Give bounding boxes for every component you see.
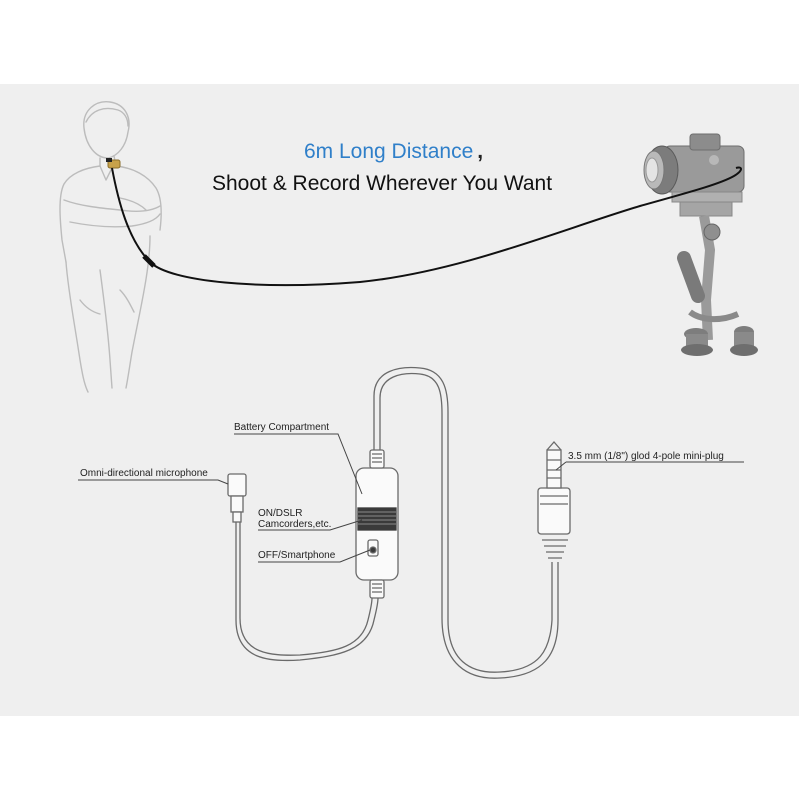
callout-lines <box>78 433 744 563</box>
callout-off: OFF/Smartphone <box>258 550 336 561</box>
callout-on-line2: Camcorders,etc. <box>258 519 332 530</box>
headline-punct: , <box>477 140 484 163</box>
callout-microphone: Omni-directional microphone <box>80 468 208 479</box>
lavalier-diagram <box>227 366 571 679</box>
camera-stabilizer-icon <box>643 133 758 356</box>
person-sketch-icon <box>59 101 162 393</box>
callout-on: ON/DSLR Camcorders,etc. <box>258 508 331 530</box>
headline-line-1: 6m Long Distance, <box>304 140 483 164</box>
headline-line-2: Shoot & Record Wherever You Want <box>212 172 553 195</box>
callout-battery: Battery Compartment <box>234 422 330 433</box>
cable-splitter <box>142 254 156 268</box>
callout-plug: 3.5 mm (1/8") glod 4-pole mini-plug <box>568 451 724 462</box>
clip-mic-icon <box>106 158 121 169</box>
headline-accent: 6m Long Distance <box>304 140 474 163</box>
callout-on-line1: ON/DSLR <box>258 508 303 519</box>
